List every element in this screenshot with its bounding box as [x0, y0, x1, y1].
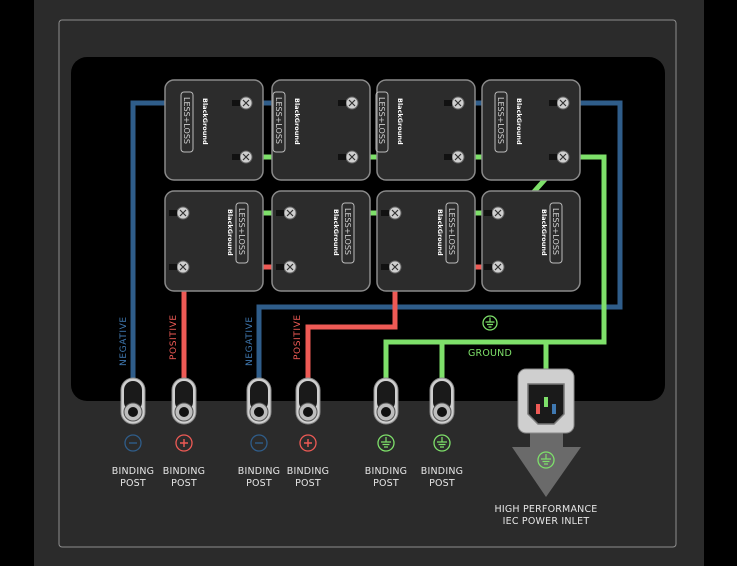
module-brand-label: BlackGround: [540, 209, 548, 256]
terminal-screw-icon: [169, 206, 190, 220]
ground-icon: [482, 315, 498, 331]
connectors: BINDINGPOSTBINDINGPOSTBINDINGPOSTBINDING…: [112, 377, 463, 489]
ground-label: GROUND: [468, 348, 512, 359]
terminal-screw-icon: [232, 96, 253, 110]
module-brand-label: BlackGround: [396, 98, 404, 145]
positive-label-2: POSITIVE: [293, 314, 303, 360]
ground-wire-top-right: [383, 154, 607, 385]
iec-arrow: [512, 447, 581, 497]
iec-ground-icon: [537, 451, 555, 469]
module-brand-label: BlackGround: [332, 209, 340, 256]
module-4: BlackGround LESS+LOSS: [481, 79, 581, 181]
binding-post-label-line2: POST: [246, 478, 272, 489]
module-product-label: LESS+LOSS: [551, 208, 560, 255]
ground-label-group: GROUND: [468, 315, 512, 359]
iec-label-line1: HIGH PERFORMANCE: [495, 504, 598, 515]
panel-border: [58, 19, 677, 548]
module-brand-label: BlackGround: [293, 98, 301, 145]
terminal-screw-icon: [549, 150, 570, 164]
terminal-screw-icon: [444, 96, 465, 110]
minus-icon: [250, 434, 268, 452]
module-brand-label: BlackGround: [436, 209, 444, 256]
module-product-label: LESS+LOSS: [447, 208, 456, 255]
terminal-screw-icon: [338, 150, 359, 164]
module-product-label: LESS+LOSS: [237, 208, 246, 255]
terminal-screw-icon: [381, 206, 402, 220]
terminal-screw-icon: [276, 260, 297, 274]
module-brand-label: BlackGround: [201, 98, 209, 145]
terminal-screw-icon: [549, 96, 570, 110]
binding-post-label-line2: POST: [373, 478, 399, 489]
terminal-screw-icon: [338, 96, 359, 110]
terminal-screw-icon: [169, 260, 190, 274]
binding-post-label-line2: POST: [295, 478, 321, 489]
binding-post-label-line1: BINDING: [287, 466, 329, 477]
binding-post-label-line1: BINDING: [238, 466, 280, 477]
minus-icon: [124, 434, 142, 452]
module-brand-label: BlackGround: [226, 209, 234, 256]
module-2: BlackGround LESS+LOSS: [271, 79, 371, 181]
module-product-label: LESS+LOSS: [377, 97, 386, 144]
terminal-screw-icon: [232, 150, 253, 164]
positive-label-1: POSITIVE: [169, 314, 179, 360]
module-product-label: LESS+LOSS: [343, 208, 352, 255]
module-3: BlackGround LESS+LOSS: [375, 79, 476, 181]
negative-label-2: NEGATIVE: [245, 316, 255, 366]
terminal-screw-icon: [484, 206, 505, 220]
terminal-screw-icon: [381, 260, 402, 274]
iec-label-line2: IEC POWER INLET: [503, 516, 590, 527]
plus-icon: [175, 434, 193, 452]
ground-icon: [377, 434, 395, 452]
module-product-label: LESS+LOSS: [496, 97, 505, 144]
module-product-label: LESS+LOSS: [182, 97, 191, 144]
terminal-screw-icon: [484, 260, 505, 274]
binding-post-label-line2: POST: [120, 478, 146, 489]
binding-post-label-line1: BINDING: [365, 466, 407, 477]
binding-post-label-line1: BINDING: [421, 466, 463, 477]
terminal-screw-icon: [276, 206, 297, 220]
module-product-label: LESS+LOSS: [274, 97, 283, 144]
binding-post-label-line1: BINDING: [112, 466, 154, 477]
ground-icon: [433, 434, 451, 452]
module-brand-label: BlackGround: [515, 98, 523, 145]
module-1: BlackGround LESS+LOSS: [164, 79, 264, 181]
binding-post-label-line2: POST: [429, 478, 455, 489]
iec-power-inlet: HIGH PERFORMANCE IEC POWER INLET: [495, 368, 598, 527]
binding-post-label-line2: POST: [171, 478, 197, 489]
plus-icon: [299, 434, 317, 452]
binding-post-label-line1: BINDING: [163, 466, 205, 477]
terminal-screw-icon: [444, 150, 465, 164]
negative-label-1: NEGATIVE: [119, 316, 129, 366]
